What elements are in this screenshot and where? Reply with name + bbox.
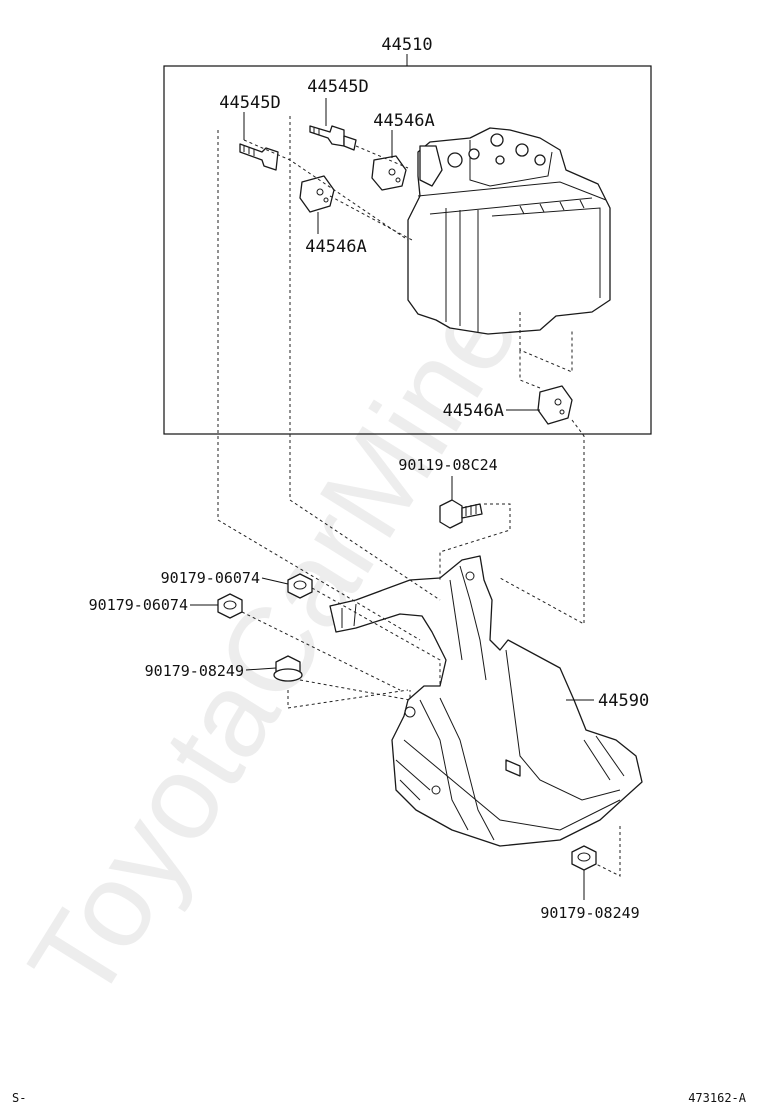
alignment-lines <box>217 116 621 877</box>
abs-actuator <box>407 127 611 335</box>
plug-upper <box>371 155 407 191</box>
leader-lines <box>190 98 594 900</box>
callout-plug-upper: 44546A <box>373 111 434 131</box>
callout-nut-flange: 90179-08249 <box>145 662 244 680</box>
callout-bolt-top: 90119-08C24 <box>398 456 497 474</box>
callout-plug-lower: 44546A <box>443 401 504 421</box>
plug-lower <box>537 385 573 425</box>
stud-upper <box>309 125 357 151</box>
callout-nut-bottom: 90179-08249 <box>540 904 639 922</box>
footer-left-code: S- <box>12 1091 26 1105</box>
bracket <box>329 555 643 847</box>
bolt-top <box>439 499 483 529</box>
callout-nut-b: 90179-06074 <box>89 596 188 614</box>
callout-nut-a: 90179-06074 <box>161 569 260 587</box>
nut-flange <box>273 655 303 682</box>
stud-left <box>239 143 279 171</box>
callout-bracket: 44590 <box>598 691 649 711</box>
callout-stud-upper: 44545D <box>307 77 368 97</box>
callout-plug-middle: 44546A <box>305 237 366 257</box>
nut-b <box>217 593 243 619</box>
callout-assembly: 44510 <box>381 35 432 55</box>
plug-middle <box>299 175 335 213</box>
nut-bottom <box>571 845 597 871</box>
callout-stud-left: 44545D <box>219 93 280 113</box>
illustration-number: 473162-A <box>688 1091 747 1105</box>
nut-a <box>287 573 313 599</box>
